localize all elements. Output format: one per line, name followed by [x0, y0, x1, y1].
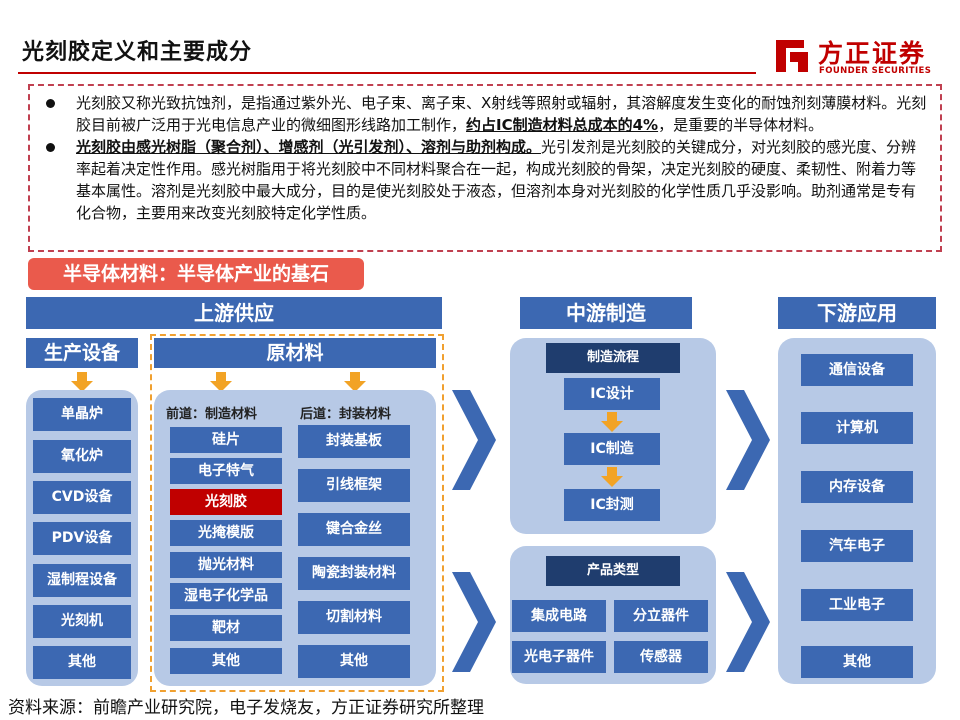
brand-name-cn: 方正证券 [818, 39, 927, 68]
back-material-item: 切割材料 [298, 601, 410, 634]
equipment-item: 光刻机 [33, 605, 131, 638]
definition-text: 光刻胶又称光致抗蚀剂，是指通过紫外光、电子束、离子束、X射线等照射或辐射，其溶解… [76, 94, 927, 134]
application-item: 通信设备 [801, 354, 913, 386]
definition-bullet-2: 光刻胶由感光树脂（聚合剂）、增感剂（光引发剂）、溶剂与助剂构成。光引发剂是光刻胶… [42, 136, 928, 224]
product-type-item: 分立器件 [614, 600, 708, 632]
equipment-item: 其他 [33, 646, 131, 679]
materials-dashed-frame [150, 334, 444, 692]
composition-text: 光引发剂是光刻胶的关键成分，对光刻胶的感光度、分辨率起着决定性作用。感光树脂用于… [76, 138, 917, 222]
product-type-item: 集成电路 [512, 600, 606, 632]
cost-share-highlight: 约占IC制造材料总成本的4% [466, 116, 659, 134]
down-arrow-icon [344, 372, 366, 392]
front-materials-heading: 前道：制造材料 [166, 407, 258, 422]
chevron-right-icon [452, 390, 496, 490]
bullet-icon [46, 143, 55, 152]
front-material-item: 其他 [170, 648, 282, 674]
founder-logo-icon [776, 40, 808, 72]
front-material-item: 硅片 [170, 427, 282, 453]
definition-text-end: ，是重要的半导体材料。 [658, 116, 824, 134]
front-material-item: 光掩模版 [170, 520, 282, 546]
application-item: 汽车电子 [801, 530, 913, 562]
source-footer-bg [0, 692, 960, 720]
equipment-item: 氧化炉 [33, 440, 131, 473]
process-step: IC设计 [564, 378, 660, 410]
front-material-item: 湿电子化学品 [170, 583, 282, 609]
product-type-item: 光电子器件 [512, 641, 606, 673]
composition-highlight: 光刻胶由感光树脂（聚合剂）、增感剂（光引发剂）、溶剂与助剂构成。 [76, 138, 542, 156]
downstream-panel [778, 338, 936, 684]
page-title: 光刻胶定义和主要成分 [22, 40, 253, 65]
back-material-item: 其他 [298, 645, 410, 678]
back-material-item: 陶瓷封装材料 [298, 557, 410, 590]
source-note: 资料来源：前瞻产业研究院，电子发烧友，方正证券研究所整理 [8, 698, 484, 718]
product-type-item: 传感器 [614, 641, 708, 673]
equipment-item: CVD设备 [33, 481, 131, 514]
downstream-header: 下游应用 [778, 297, 936, 329]
application-item: 工业电子 [801, 589, 913, 621]
equipment-item: 湿制程设备 [33, 564, 131, 597]
down-arrow-icon [601, 412, 623, 432]
front-material-item: 靶材 [170, 615, 282, 641]
bullet-icon [46, 99, 55, 108]
brand-logo: 方正证券 FOUNDER SECURITIES [772, 36, 942, 80]
process-step: IC制造 [564, 433, 660, 465]
equipment-item: 单晶炉 [33, 398, 131, 431]
front-material-item-photoresist: 光刻胶 [170, 489, 282, 515]
front-material-item: 抛光材料 [170, 552, 282, 578]
upstream-header: 上游供应 [26, 297, 442, 329]
brand-name-en: FOUNDER SECURITIES [819, 66, 932, 76]
chevron-right-icon [452, 572, 496, 672]
process-step: IC封测 [564, 489, 660, 521]
chevron-right-icon [726, 390, 770, 490]
definition-box: 光刻胶又称光致抗蚀剂，是指通过紫外光、电子束、离子束、X射线等照射或辐射，其溶解… [28, 84, 942, 252]
chevron-right-icon [726, 572, 770, 672]
back-material-item: 封装基板 [298, 425, 410, 458]
front-material-item: 电子特气 [170, 458, 282, 484]
down-arrow-icon [210, 372, 232, 392]
application-item: 计算机 [801, 412, 913, 444]
back-material-item: 键合金丝 [298, 513, 410, 546]
midstream-header: 中游制造 [520, 297, 692, 329]
equipment-item: PDV设备 [33, 522, 131, 555]
application-item: 其他 [801, 646, 913, 678]
back-materials-heading: 后道：封装材料 [300, 407, 392, 422]
definition-bullet-1: 光刻胶又称光致抗蚀剂，是指通过紫外光、电子束、离子束、X射线等照射或辐射，其溶解… [42, 92, 928, 136]
equipment-header: 生产设备 [26, 338, 138, 368]
down-arrow-icon [601, 467, 623, 487]
materials-header: 原材料 [154, 338, 436, 368]
section-banner: 半导体材料：半导体产业的基石 [28, 258, 364, 290]
products-heading: 产品类型 [546, 556, 680, 586]
application-item: 内存设备 [801, 471, 913, 503]
down-arrow-icon [71, 372, 93, 392]
back-material-item: 引线框架 [298, 469, 410, 502]
title-divider [18, 72, 756, 74]
process-heading: 制造流程 [546, 343, 680, 373]
